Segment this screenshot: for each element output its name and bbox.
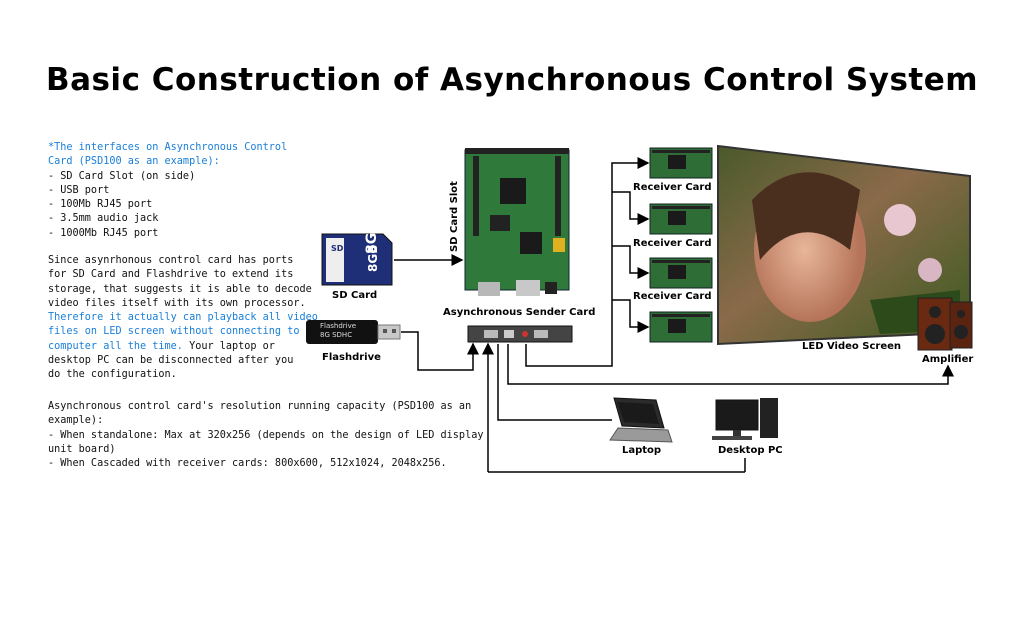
laptop-label: Laptop xyxy=(622,445,662,456)
sd-card: 8GB xyxy=(321,222,393,286)
interfaces-note: *The interfaces on Asynchronous Control … xyxy=(48,141,287,241)
note-line: video files itself with its own processo… xyxy=(48,297,306,309)
note-line: example): xyxy=(48,415,104,427)
page-title: Basic Construction of Asynchronous Contr… xyxy=(45,62,979,98)
sd-card-brand: SD xyxy=(331,244,344,253)
receiver-card xyxy=(649,311,713,343)
laptop xyxy=(609,397,673,443)
note-line: - When standalone: Max at 320x256 (depen… xyxy=(48,429,484,441)
note-line: Since asynrhonous control card has ports xyxy=(48,255,294,266)
note-line: - When Cascaded with receiver cards: 800… xyxy=(48,458,447,470)
receiver-card-label: Receiver Card xyxy=(633,182,712,193)
receiver-link xyxy=(525,157,650,367)
note-line: Asynchronous control card's resolution r… xyxy=(48,401,472,412)
interface-item: - 1000Mb RJ45 port xyxy=(48,227,159,239)
note-highlight: computer all the time. xyxy=(48,340,183,352)
led-screen-label: LED Video Screen xyxy=(802,341,902,352)
sd-slot-label: SD Card Slot xyxy=(449,181,460,252)
svg-text:8GB: 8GB xyxy=(364,222,380,254)
receiver-cascade-link xyxy=(612,245,650,279)
receiver-card xyxy=(649,147,713,179)
receiver-card xyxy=(649,203,713,235)
note-line: storage, that suggests it is able to dec… xyxy=(48,283,312,295)
receiver-cascade-link xyxy=(612,299,650,333)
note-line: desktop PC can be disconnected after you xyxy=(48,355,294,367)
receiver-card xyxy=(649,257,713,289)
note-line-highlight: Therefore it actually can playback all v… xyxy=(48,312,318,324)
audio-connection xyxy=(507,344,954,385)
receiver-card-label: Receiver Card xyxy=(633,291,712,302)
interface-item: - 3.5mm audio jack xyxy=(48,213,159,225)
receiver-cascade-link xyxy=(612,191,650,225)
interface-item: - USB port xyxy=(48,184,110,196)
sd-card-label: SD Card xyxy=(332,290,378,301)
interfaces-heading: *The interfaces on Asynchronous Control xyxy=(48,142,288,153)
interfaces-heading-2: Card (PSD100 as an example): xyxy=(48,156,220,168)
laptop-wire xyxy=(497,344,612,421)
note-line: unit board) xyxy=(48,443,116,455)
flashdrive-text: Flashdrive 8G SDHC xyxy=(320,322,356,340)
note-line-highlight: files on LED screen without connecting t… xyxy=(48,326,300,338)
capacity-note: Asynchronous control card's resolution r… xyxy=(48,400,483,471)
sd-card-capacity: 8GB xyxy=(366,244,380,272)
flashdrive-capacity: 8G SDHC xyxy=(320,331,353,339)
flashdrive-brand: Flashdrive xyxy=(320,322,357,330)
sender-card-board xyxy=(464,148,573,343)
led-video-screen xyxy=(717,144,971,346)
amplifier xyxy=(917,297,973,351)
receiver-card-label: Receiver Card xyxy=(633,238,712,249)
flashdrive-connection xyxy=(401,331,479,371)
sender-card-label: Asynchronous Sender Card xyxy=(443,307,596,318)
interface-item: - SD Card Slot (on side) xyxy=(48,170,196,182)
interface-item: - 100Mb RJ45 port xyxy=(48,199,153,211)
note-line: do the configuration. xyxy=(48,369,177,381)
desktop-pc xyxy=(712,398,778,440)
flashdrive xyxy=(306,320,401,344)
note-line-mixed: computer all the time. Your laptop or xyxy=(48,340,318,354)
note-tail: Your laptop or xyxy=(182,340,275,352)
storage-note: Since asynrhonous control card has ports… xyxy=(48,254,318,383)
amplifier-label: Amplifier xyxy=(922,354,974,365)
flashdrive-label: Flashdrive xyxy=(322,352,381,363)
desktop-pc-label: Desktop PC xyxy=(718,445,783,456)
note-line: for SD Card and Flashdrive to extend its xyxy=(48,269,294,281)
